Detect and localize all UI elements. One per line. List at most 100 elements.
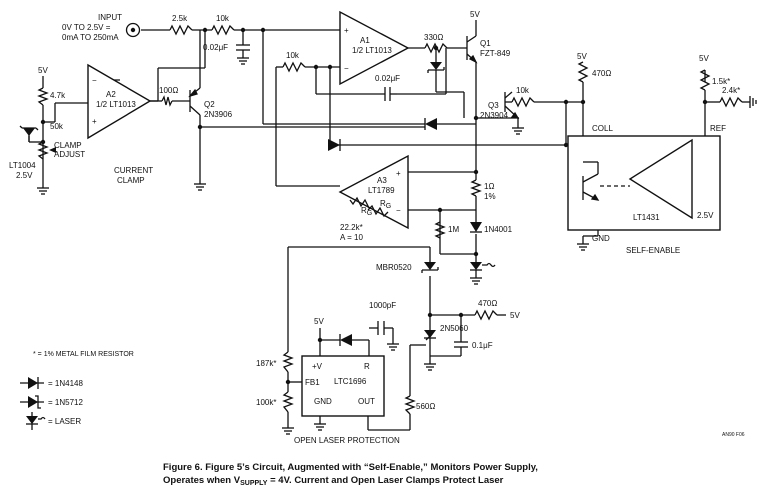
rg1-resistor [349,196,370,209]
pot-resistor [37,141,49,160]
q1-transistor [466,35,478,64]
r-in-resistor [169,24,193,36]
a1-opamp [339,10,410,86]
r-fb-resistor [282,61,306,73]
r-47k-resistor [37,87,49,106]
r-470-label: 470Ω [478,299,497,308]
r-470-resistor [474,309,498,321]
r-a1out-resistor [424,42,448,54]
olp-label: OPEN LASER PROTECTION [294,436,400,445]
a2-part: 1/2 LT1013 [96,100,136,109]
legend-diode-1n5712-icon [20,395,44,409]
q2-transistor [188,87,201,116]
r-in-label: 2.5k [172,14,188,23]
r-222k-label: 22.2k* [340,223,363,232]
c-01u-capacitor [430,341,468,357]
legend-diode-1n4148-icon [20,377,44,389]
d-1n4001-label: 1N4001 [484,225,513,234]
a3-part: LT1789 [368,186,395,195]
caption-line-2: Operates when VSUPPLY = 4V. Current and … [163,475,504,487]
a2-opamp [87,63,152,140]
r-15k-label: 1.5k* [712,77,730,86]
ref-name: LT1004 [9,161,36,170]
clamp-label-2: ADJUST [54,150,85,159]
q1-v: 5V [470,10,480,19]
c-in-label: 0.02μF [203,43,228,52]
r-47k-label: 4.7k [50,91,66,100]
legend-note: * = 1% METAL FILM RESISTOR [33,351,134,358]
diode-1n4148-b [328,139,341,151]
r-a1out-label: 330Ω [424,33,443,42]
clamp-label-1: CLAMP [54,141,82,150]
a3-minus: − [396,206,401,215]
q3-part: 2N3904 [480,111,509,120]
r-560-label: 560Ω [416,402,435,411]
r-coll-label: 470Ω [592,69,611,78]
a2-minus: − [92,76,97,85]
pin-r: R [364,362,370,371]
r-1m-label: 1M [448,225,459,234]
olp-ground [282,427,294,435]
laser-diode [470,262,496,285]
c-in-capacitor [236,44,250,65]
ref-label: REF [710,124,726,133]
r-100k-label: 100k* [256,398,276,407]
r-187k-resistor [282,351,294,373]
ref-v: 2.5V [16,171,33,180]
diode-mbr0520 [421,262,439,273]
lt1431-ground [577,235,598,251]
wires [28,20,750,431]
q3-name: Q3 [488,101,499,110]
a1-plus: + [344,26,349,35]
r-15k-resistor [699,69,711,91]
input-terminal [125,22,141,38]
c-1000p-label: 1000pF [369,301,396,310]
c-01u-label: 0.1μF [472,341,493,350]
r-q3-resistor [511,96,535,108]
caption-line-1: Figure 6. Figure 5’s Circuit, Augmented … [163,462,538,473]
a2-name: A2 [106,90,116,99]
v5-coll: 5V [577,52,587,61]
legend-d3: = LASER [48,417,81,426]
input-range-v: 0V TO 2.5V = [62,23,111,32]
ref-ground [749,96,757,108]
r-24k-resistor [719,96,743,108]
r-187k-label: 187k* [256,359,276,368]
r-a2out-label: 100Ω [159,86,178,95]
ltc1696-box [301,355,385,417]
r-a2out-resistor [161,95,173,107]
current-clamp-1: CURRENT [114,166,153,175]
d-mbr-label: MBR0520 [376,263,412,272]
pin-fb: FB1 [305,378,320,387]
diode-1n4001 [470,222,482,233]
r-24k-label: 2.4k* [722,86,740,95]
c-fb-label: 0.02μF [375,74,400,83]
pot-wiper [49,147,56,153]
gnd-label: GND [592,234,610,243]
lt1431-name: LT1431 [633,213,660,222]
q2-ground [194,183,206,191]
c-fb-capacitor [384,87,397,101]
scr-label: 2N5060 [440,324,469,333]
current-clamp-2: CLAMP [117,176,145,185]
schottky-diode [427,55,445,75]
c-1000p-capacitor [377,321,399,351]
ltc1696-ground [314,416,326,431]
coll-label: COLL [592,124,613,133]
r-coll-resistor [577,61,589,83]
gain-label: A = 10 [340,233,363,242]
legend-d2: = 1N5712 [48,398,83,407]
r-1ohm-label: 1Ω [484,182,494,191]
ltc1696-name: LTC1696 [334,377,367,386]
pin-gnd: GND [314,397,332,406]
r-1ohm-tol: 1% [484,192,496,201]
r-1m-resistor [434,221,446,239]
v5-ref: 5V [699,54,709,63]
figure-code: AN90 F06 [722,432,745,438]
rg2-resistor [367,204,389,218]
q1-name: Q1 [480,39,491,48]
rg2-label: RG [380,199,391,210]
pot-label: 50k [50,122,64,131]
legend-d1: = 1N4148 [48,379,83,388]
